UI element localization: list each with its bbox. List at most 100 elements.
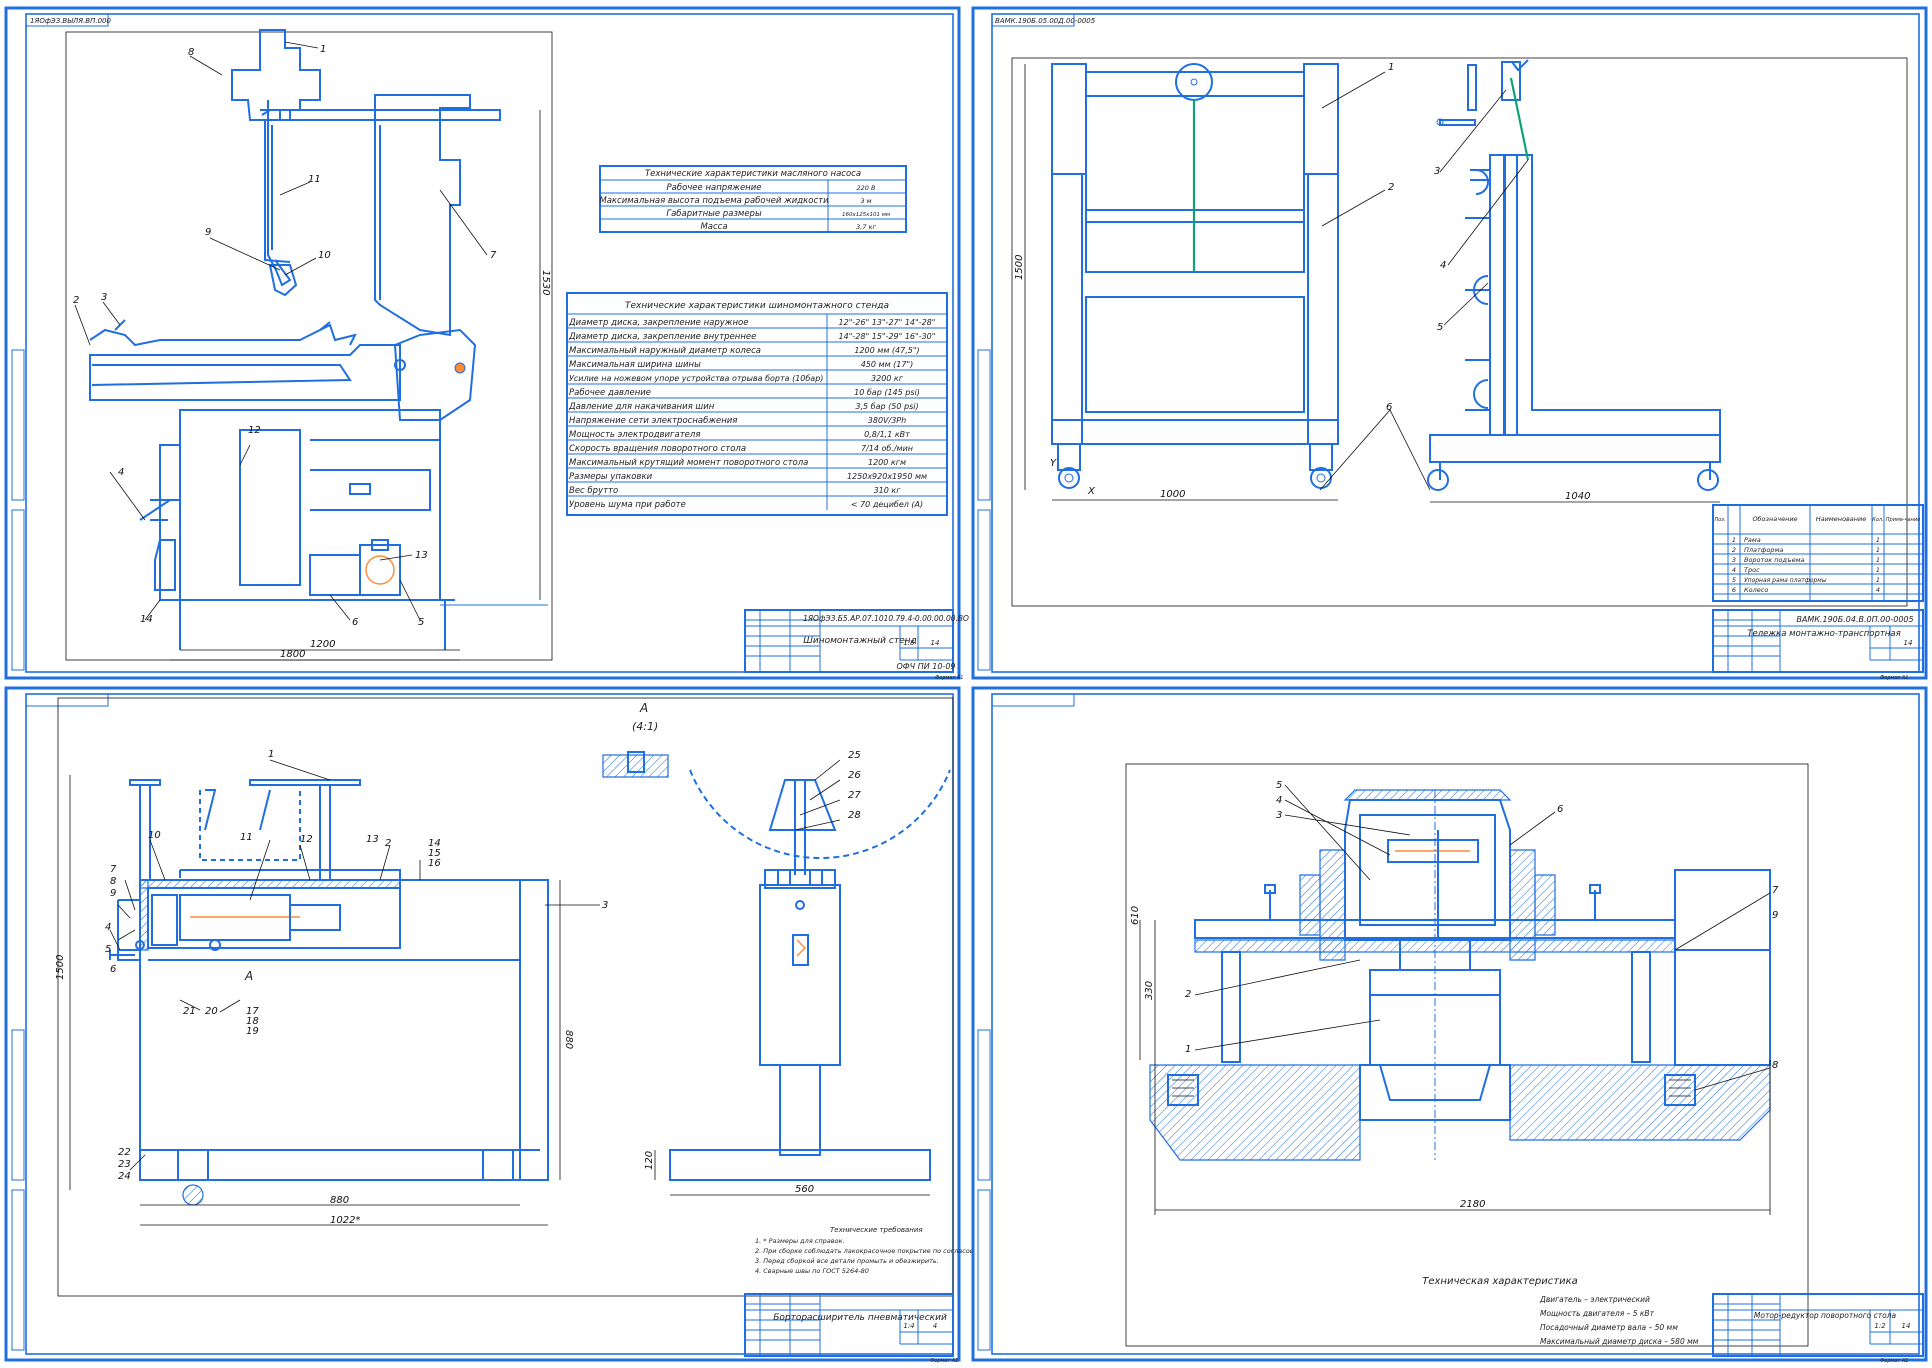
gm-callout-3: 3 [1276, 810, 1282, 821]
cart-callout-4: 4 [1440, 260, 1446, 271]
gm-callout-4: 4 [1276, 795, 1282, 806]
callout-3: 3 [101, 292, 107, 303]
stand-row-8-label: Напряжение сети электроснабжения [569, 416, 737, 426]
bs-callout-10: 10 [148, 830, 161, 841]
sheet3-notes: Технические требования 1. * Размеры для … [755, 1226, 1041, 1275]
cart-col-qty: Кол. [1872, 517, 1883, 523]
sheet3-format: Формат А1 [930, 1358, 958, 1364]
stand-row-13-label: Вес брутто [569, 486, 618, 496]
cart-row-2-name: Платформа [1744, 546, 1783, 554]
stand-row-11-value: 1200 кгм [868, 458, 906, 467]
pump-row-2-label: Максимальная высота подъема рабочей жидк… [599, 196, 829, 206]
bead-spreader-side-view [654, 769, 951, 1196]
sheet-transport-cart: ВАМК.190Б.05.00Д.00-0005 [971, 6, 1928, 681]
sheet1-title-block: 1ЯОфЭЗ.Б5.АР.07.1010.79.4-0.00.00.00.ВО … [744, 609, 969, 681]
bs-callout-26: 26 [848, 770, 861, 781]
cart-row-5-pos: 5 [1732, 576, 1736, 584]
callout-12: 12 [248, 425, 261, 436]
stand-row-11-label: Максимальный крутящий момент поворотного… [569, 458, 808, 468]
bs-callout-2: 2 [385, 838, 391, 849]
cart-row-5-qty: 1 [1876, 576, 1880, 584]
stand-row-12-value: 1250х920х1950 мм [847, 472, 927, 481]
callout-14: 14 [140, 614, 153, 625]
callout-7: 7 [490, 250, 497, 261]
gm-callout-8: 8 [1772, 1060, 1778, 1071]
note-1: 1. * Размеры для справок. [755, 1237, 845, 1245]
cart-row-1-pos: 1 [1732, 536, 1736, 544]
callout-10: 10 [318, 250, 331, 261]
sheet2-title-name: Тележка монтажно-транспортная [1747, 629, 1900, 639]
sheet1-inner-frame [25, 13, 954, 673]
sheet4-title-sheets: 14 [1902, 1322, 1911, 1330]
bs-callout-21: 21 [183, 1006, 196, 1017]
cart-col-pos: Поз. [1714, 517, 1725, 523]
sheet4-outer-frame [971, 686, 1928, 1362]
bs-callout-15: 15 [428, 848, 441, 859]
pump-row-4-label: Масса [700, 222, 727, 232]
stand-row-14-value: < 70 децибел (A) [851, 500, 923, 509]
sheet1-title-org: ОФЧ ПИ 10-09 [897, 662, 956, 671]
cart-col-name: Наименование [1816, 515, 1867, 523]
callout-5: 5 [418, 617, 424, 628]
bs-callout-23: 23 [118, 1159, 131, 1170]
bs-callout-8: 8 [110, 876, 116, 887]
sheet1-title-scale: 1:5 [903, 639, 915, 647]
callout-13: 13 [415, 550, 428, 561]
stand-table-rows: Диаметр диска, закрепление наружное 12"-… [568, 318, 935, 510]
sheet2-callouts: 1 2 3 4 5 6 [1319, 62, 1529, 491]
stand-row-2-value: 14"-28" 15"-29" 16"-30" [839, 332, 936, 341]
sheet4-dim-mid: 330 [1144, 981, 1155, 1000]
sheet2-stamp: ВАМК.190Б.05.00Д.00-0005 [995, 17, 1096, 25]
cart-row-3-pos: 3 [1732, 556, 1736, 564]
callout-11: 11 [308, 174, 321, 185]
callout-6: 6 [352, 617, 358, 628]
bs-callout-22: 22 [118, 1147, 131, 1158]
sheet4-drawing-area [1125, 763, 1809, 1347]
sheet2-stamp-box [991, 13, 1075, 27]
sheet4-inner-frame [991, 693, 1920, 1355]
stand-row-1-label: Диаметр диска, закрепление наружное [568, 318, 748, 328]
sheet2-title-sheets: 14 [1904, 639, 1913, 647]
sheet3-dim-total-width: 1022* [330, 1215, 360, 1226]
sheet2-inner-frame [991, 13, 1920, 673]
sheet2-dim-height: 1500 [1014, 255, 1025, 280]
sheet2-dim-width-front: 1000 [1160, 489, 1185, 500]
gm-callout-6: 6 [1557, 804, 1563, 815]
bs-callout-17: 17 [246, 1006, 259, 1017]
sheet4-format: Формат А1 [1880, 1358, 1908, 1364]
cart-row-4-qty: 1 [1876, 566, 1880, 574]
gear-motor-section [1139, 789, 1771, 1215]
char-1: Двигатель – электрический [1539, 1295, 1650, 1304]
note-2: 2. При сборке соблюдать лакокрасочное по… [755, 1247, 1041, 1255]
stand-row-9-value: 0,8/1,1 кВт [864, 430, 910, 439]
cart-row-6-name: Колесо [1744, 586, 1768, 594]
stand-row-13-value: 310 кг [874, 486, 902, 495]
sheet3-binding-strip [11, 1029, 25, 1351]
sheet1-dim-width-total: 1800 [280, 649, 305, 660]
stand-row-9-label: Мощность электродвигателя [569, 430, 700, 440]
callout-9: 9 [205, 227, 211, 238]
stand-spec-table: Технические характеристики шиномонтажног… [566, 292, 948, 516]
bs-callout-5: 5 [105, 944, 111, 955]
stand-row-3-label: Максимальный наружный диаметр колеса [569, 346, 761, 356]
bs-callout-12: 12 [300, 834, 313, 845]
cart-callout-2: 2 [1388, 182, 1394, 193]
bs-callout-16: 16 [428, 858, 441, 869]
bs-callout-9: 9 [110, 888, 116, 899]
sheet3-drawing-area [57, 697, 954, 1297]
sheet2-dim-width-side: 1040 [1565, 491, 1590, 502]
stand-table-title: Технические характеристики шиномонтажног… [625, 301, 889, 311]
sheet1-title-name: Шиномонтажный стенд [803, 636, 916, 646]
char-2: Мощность двигателя – 5 кВт [1540, 1309, 1655, 1318]
cart-row-3-name: Вороток подъема [1744, 556, 1805, 564]
cart-row-4-pos: 4 [1732, 566, 1736, 574]
sheet3-dim-inner-height: 880 [563, 1030, 574, 1049]
pump-row-4-value: 3,7 кг [856, 223, 876, 231]
note-4: 4. Сварные швы по ГОСТ 5264-80 [755, 1267, 869, 1275]
stand-row-10-value: 7/14 об./мин [861, 444, 913, 453]
sheet4-dim-width: 2180 [1460, 1199, 1485, 1210]
sheet3-dim-width: 880 [330, 1195, 349, 1206]
bs-callout-4: 4 [105, 922, 111, 933]
bs-callout-11: 11 [240, 832, 253, 843]
sheet1-format: Формат А1 [935, 675, 963, 681]
